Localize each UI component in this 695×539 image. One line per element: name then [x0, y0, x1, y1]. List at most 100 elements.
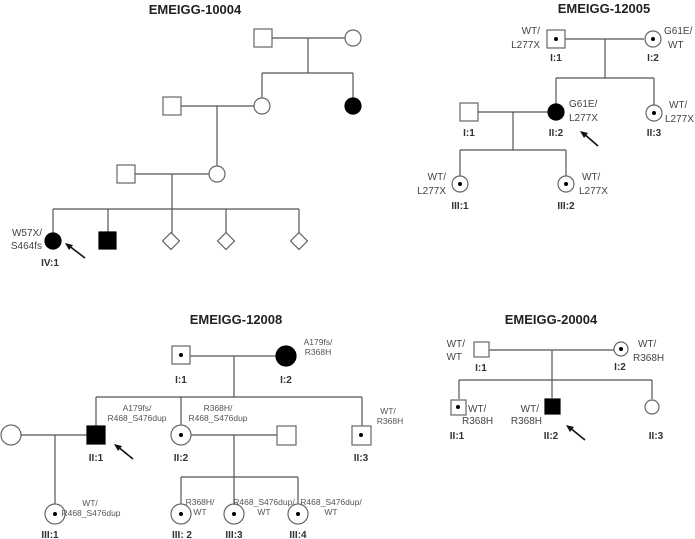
pedigree-emeigg-10004: EMEIGG-10004 W57X/ S464fs IV:1: [11, 2, 362, 269]
male-unaffected: [253, 28, 273, 48]
male-unaffected: [162, 96, 182, 116]
male-unaffected: [116, 164, 136, 184]
pedigree-emeigg-20004: EMEIGG-20004 WT/ WT I:1 WT/ R368H I:2 WT…: [446, 312, 664, 442]
proband-arrow-head: [566, 425, 574, 432]
male-unaffected: [459, 102, 479, 122]
carrier-dot: [651, 37, 655, 41]
genotype: R368H/: [204, 403, 233, 413]
genotype: WT/: [638, 339, 657, 350]
male-affected: [98, 231, 117, 250]
carrier-dot: [564, 182, 568, 186]
individual-id: III:2: [557, 201, 575, 212]
individual-id: I:2: [614, 362, 626, 373]
carrier-dot: [179, 512, 183, 516]
individual-id: II:2: [544, 431, 559, 442]
genotype: L277X: [417, 186, 446, 197]
unknown-sex: [216, 231, 236, 251]
individual-id: III:1: [41, 530, 59, 539]
genotype: R368H: [462, 416, 493, 427]
individual-id: IV:1: [41, 258, 59, 269]
male-affected-proband: [86, 425, 106, 445]
carrier-dot: [179, 433, 183, 437]
genotype: A179fs/: [304, 337, 333, 347]
individual-id: II:3: [354, 453, 369, 464]
unknown-sex: [161, 231, 181, 251]
genotype: R468_S476dup/: [233, 497, 295, 507]
genotype: WT/: [669, 100, 688, 111]
genotype: W57X/: [12, 228, 42, 239]
genotype: R368H: [305, 347, 331, 357]
female-affected: [344, 97, 362, 115]
individual-id: III: 2: [172, 530, 192, 539]
genotype: L277X: [569, 113, 598, 124]
female-unaffected: [208, 165, 226, 183]
genotype: WT/: [582, 172, 601, 183]
genotype: WT: [193, 507, 206, 517]
individual-id: II:1: [450, 431, 465, 442]
carrier-dot: [652, 111, 656, 115]
carrier-dot: [554, 37, 558, 41]
pedigree-title: EMEIGG-10004: [149, 2, 242, 17]
genotype: WT: [668, 40, 684, 51]
individual-id: II:3: [649, 431, 664, 442]
carrier-dot: [359, 433, 363, 437]
individual-id: I:1: [550, 53, 562, 64]
proband-arrow-head: [65, 243, 73, 250]
carrier-dot: [619, 347, 623, 351]
carrier-dot: [232, 512, 236, 516]
pedigree-title: EMEIGG-20004: [505, 312, 598, 327]
genotype: WT/: [428, 172, 447, 183]
genotype: WT: [446, 352, 462, 363]
genotype: R468_S476dup: [61, 508, 120, 518]
individual-id: I:2: [280, 375, 292, 386]
female-unaffected: [644, 399, 660, 415]
genotype: WT/: [468, 404, 487, 415]
genotype: WT/: [522, 26, 541, 37]
individual-id: II:2: [549, 128, 564, 139]
individual-id: I:1: [475, 363, 487, 374]
proband-arrow-head: [580, 131, 588, 138]
female-unaffected: [0, 424, 22, 446]
genotype: WT/: [521, 404, 540, 415]
male-unaffected: [473, 341, 490, 358]
pedigree-title: EMEIGG-12008: [190, 312, 283, 327]
genotype: WT/: [82, 498, 98, 508]
genotype: WT/: [380, 406, 396, 416]
female-affected-proband: [547, 103, 565, 121]
individual-id: II:2: [174, 453, 189, 464]
pedigree-emeigg-12005: EMEIGG-12005 WT/ L277X I:1 G61E/ WT I:2 …: [417, 1, 694, 212]
genotype: R468_S476dup: [188, 413, 247, 423]
female-affected: [275, 345, 297, 367]
genotype: L277X: [579, 186, 608, 197]
female-affected-proband: [44, 232, 62, 250]
genotype: L277X: [511, 40, 540, 51]
individual-id: II:3: [647, 128, 662, 139]
genotype: WT: [324, 507, 337, 517]
genotype: R468_S476dup/: [300, 497, 362, 507]
genotype: R368H/: [186, 497, 215, 507]
genotype: R368H: [633, 353, 664, 364]
genotype: WT/: [447, 339, 466, 350]
genotype: R368H: [511, 416, 542, 427]
unknown-sex: [289, 231, 309, 251]
female-unaffected: [253, 97, 271, 115]
individual-id: I:2: [647, 53, 659, 64]
genotype: R368H: [377, 416, 403, 426]
individual-id: II:1: [89, 453, 104, 464]
genotype: A179fs/: [123, 403, 152, 413]
genotype: G61E/: [664, 26, 693, 37]
genotype: L277X: [665, 114, 694, 125]
genotype: WT: [257, 507, 270, 517]
individual-id: I:1: [175, 375, 187, 386]
female-unaffected: [344, 29, 362, 47]
carrier-dot: [296, 512, 300, 516]
carrier-dot: [456, 405, 460, 409]
individual-id: III:4: [289, 530, 307, 539]
pedigree-emeigg-12008: EMEIGG-12008 I:1 A179fs/ R368H I:2 A179f…: [0, 312, 403, 539]
individual-id: I:1: [463, 128, 475, 139]
male-affected-proband: [544, 398, 561, 415]
carrier-dot: [179, 353, 183, 357]
proband-arrow-head: [114, 444, 122, 451]
pedigree-title: EMEIGG-12005: [558, 1, 651, 16]
